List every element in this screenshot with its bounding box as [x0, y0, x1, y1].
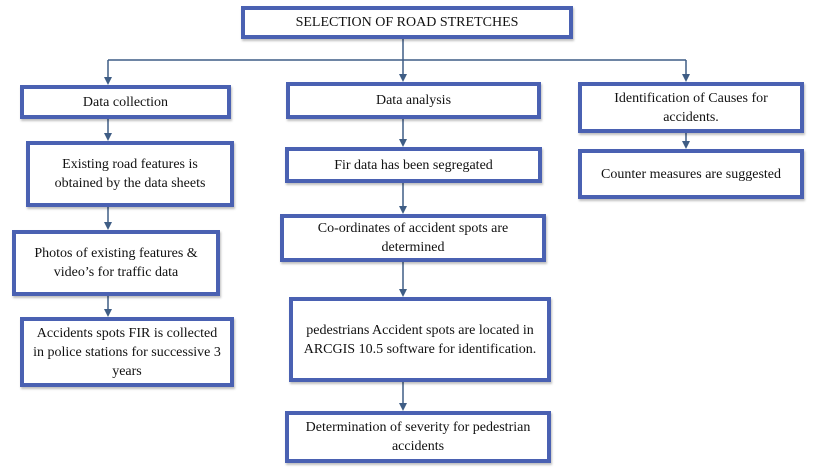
- box-label: Existing road features is obtained by th…: [54, 157, 206, 191]
- box-selection-of-road-stretches: SELECTION OF ROAD STRETCHES: [241, 6, 573, 39]
- box-label: Data analysis: [375, 93, 452, 108]
- box-coordinates-of-accident-spots: Co-ordinates of accident spots are deter…: [280, 214, 546, 262]
- box-label: Data collection: [82, 94, 169, 110]
- box-fir-data-segregated: Fir data has been segregated: [285, 147, 542, 183]
- box-label: pedestrians Accident spots are located i…: [303, 322, 537, 357]
- box-label: Determination of severity for pedestrian…: [305, 420, 531, 454]
- box-label: Identification of Causes for accidents.: [614, 90, 768, 125]
- box-existing-road-features: Existing road features is obtained by th…: [26, 141, 234, 207]
- box-determination-of-severity: Determination of severity for pedestrian…: [285, 411, 551, 463]
- box-label: SELECTION OF ROAD STRETCHES: [295, 15, 519, 30]
- box-label: Counter measures are suggested: [601, 166, 781, 182]
- box-label: Accidents spots FIR is collected in poli…: [33, 325, 221, 379]
- box-photos-of-existing-features: Photos of existing features & video’s fo…: [12, 230, 220, 296]
- box-counter-measures: Counter measures are suggested: [578, 149, 804, 199]
- box-label: Fir data has been segregated: [334, 157, 493, 173]
- box-data-collection: Data collection: [20, 85, 231, 119]
- box-pedestrians-accident-spots: pedestrians Accident spots are located i…: [289, 297, 551, 382]
- box-accidents-spots-fir: Accidents spots FIR is collected in poli…: [20, 317, 234, 387]
- box-label: Photos of existing features & video’s fo…: [34, 246, 198, 280]
- box-label: Co-ordinates of accident spots are deter…: [317, 221, 509, 255]
- box-identification-of-causes: Identification of Causes for accidents.: [578, 82, 804, 133]
- box-data-analysis: Data analysis: [286, 82, 541, 119]
